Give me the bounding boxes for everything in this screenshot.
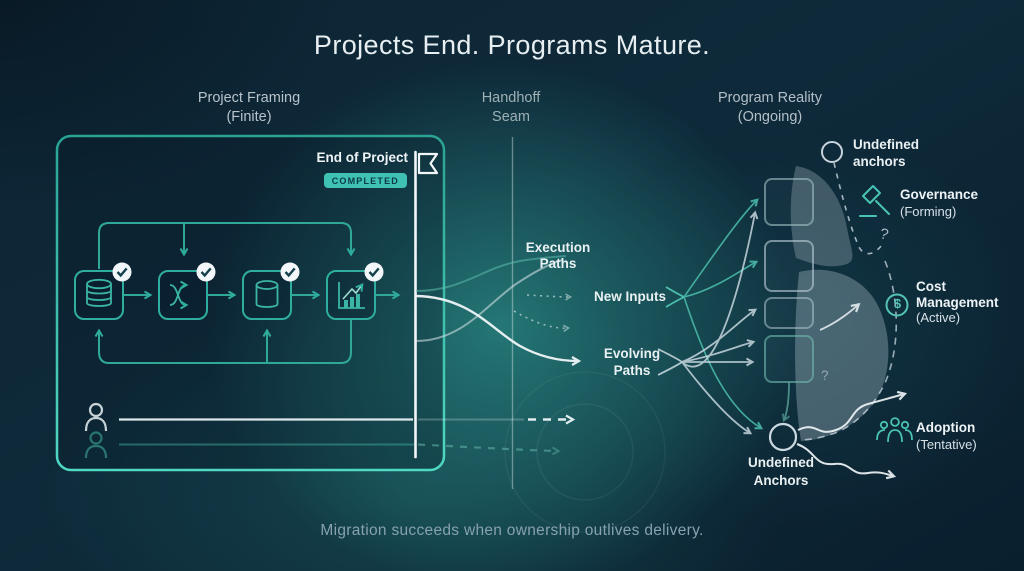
anchor-square-3 xyxy=(764,297,814,329)
database-icon xyxy=(255,280,279,308)
seam-crossing-paths xyxy=(415,255,582,366)
anchor-square-1 xyxy=(764,178,814,226)
pipeline-node-2 xyxy=(158,270,208,320)
end-of-project-line xyxy=(414,150,439,459)
database-stack-icon xyxy=(86,278,112,307)
checkmark-icon xyxy=(196,262,216,282)
chart-icon xyxy=(338,282,365,309)
seam-dashed-arrows xyxy=(417,414,576,456)
person-icon-secondary xyxy=(84,431,108,459)
dollar-icon xyxy=(885,293,909,317)
checkmark-icon xyxy=(364,262,384,282)
fan-arrows-teal xyxy=(683,198,764,430)
fan-arrows-gray xyxy=(681,210,759,435)
seam-dotted-arrows xyxy=(513,293,573,333)
anchor-square-2 xyxy=(764,240,814,292)
tentative-output-arrows xyxy=(796,390,908,480)
ownership-lines xyxy=(119,418,414,446)
flag-icon xyxy=(417,152,439,175)
people-group-icon xyxy=(876,417,913,443)
evolving-paths-fork xyxy=(657,348,683,376)
bottom-feedback-loop xyxy=(94,319,352,364)
new-inputs-fork xyxy=(665,286,685,308)
shuffle-icon xyxy=(169,280,189,310)
checkmark-icons xyxy=(112,262,384,282)
checkmark-icon xyxy=(112,262,132,282)
person-icon xyxy=(84,402,108,432)
decor-arcs xyxy=(504,371,666,533)
cost-connector-arrow xyxy=(819,302,861,331)
checkmark-icon xyxy=(280,262,300,282)
pipeline-node-3 xyxy=(242,270,292,320)
ambiguity-blob xyxy=(790,162,898,441)
project-framing-box xyxy=(55,134,446,472)
anchor-square-4 xyxy=(764,335,814,383)
gavel-icon xyxy=(859,185,890,217)
top-feedback-loop xyxy=(98,222,356,269)
column-to-anchor-connector xyxy=(781,381,790,423)
circle-anchor-icon-bottom xyxy=(768,422,798,452)
program-anchor-squares xyxy=(764,178,814,383)
circle-anchor-icon-top xyxy=(821,141,843,163)
